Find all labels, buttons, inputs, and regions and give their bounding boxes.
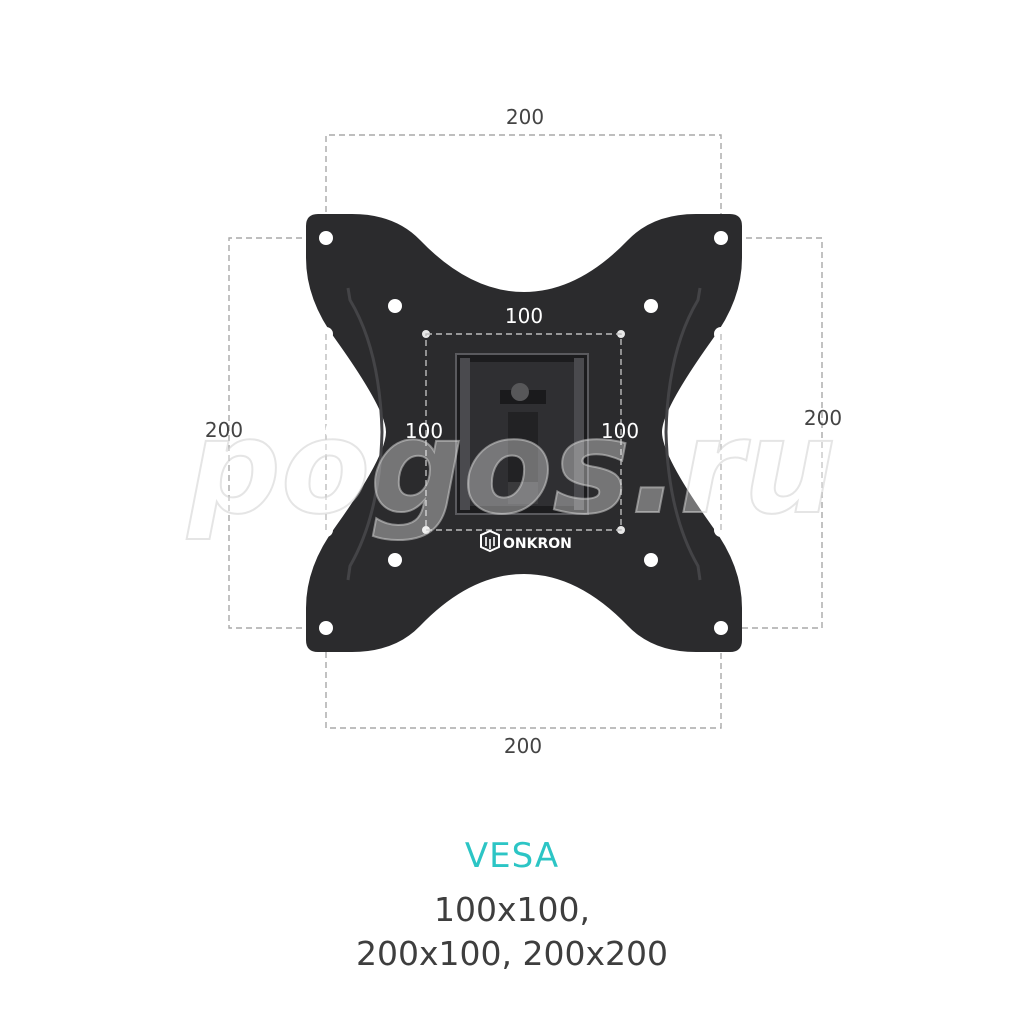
dim-left-inner-inside-label: 100 xyxy=(405,419,443,443)
dim-inner-top-label: 100 xyxy=(505,304,543,328)
brand-name: ONKRON xyxy=(503,536,572,552)
mounting-plate xyxy=(306,214,742,652)
mounting-holes xyxy=(319,231,728,635)
brand-logo: ONKRON xyxy=(480,529,572,553)
dim-bottom-label: 200 xyxy=(504,734,542,758)
onkron-logo-icon xyxy=(480,529,500,553)
dim-left-outer-label: 200 xyxy=(205,418,243,442)
dim-right-inner-inside-label: 100 xyxy=(601,419,639,443)
inner-dimension-lines xyxy=(325,333,722,531)
caption-title: VESA xyxy=(464,836,560,876)
caption-line-1: 100x100, xyxy=(434,890,590,929)
dim-right-outer-label: 200 xyxy=(804,406,842,430)
dim-top-label: 200 xyxy=(506,105,544,129)
caption-line-2: 200x100, 200x200 xyxy=(356,934,668,973)
dim-right-inner-outside-label: 100 xyxy=(709,419,747,443)
watermark: pogos.ru xyxy=(186,391,836,543)
dim-left-inner-outside-label: 100 xyxy=(299,419,337,443)
outer-dimension-lines xyxy=(228,134,823,729)
